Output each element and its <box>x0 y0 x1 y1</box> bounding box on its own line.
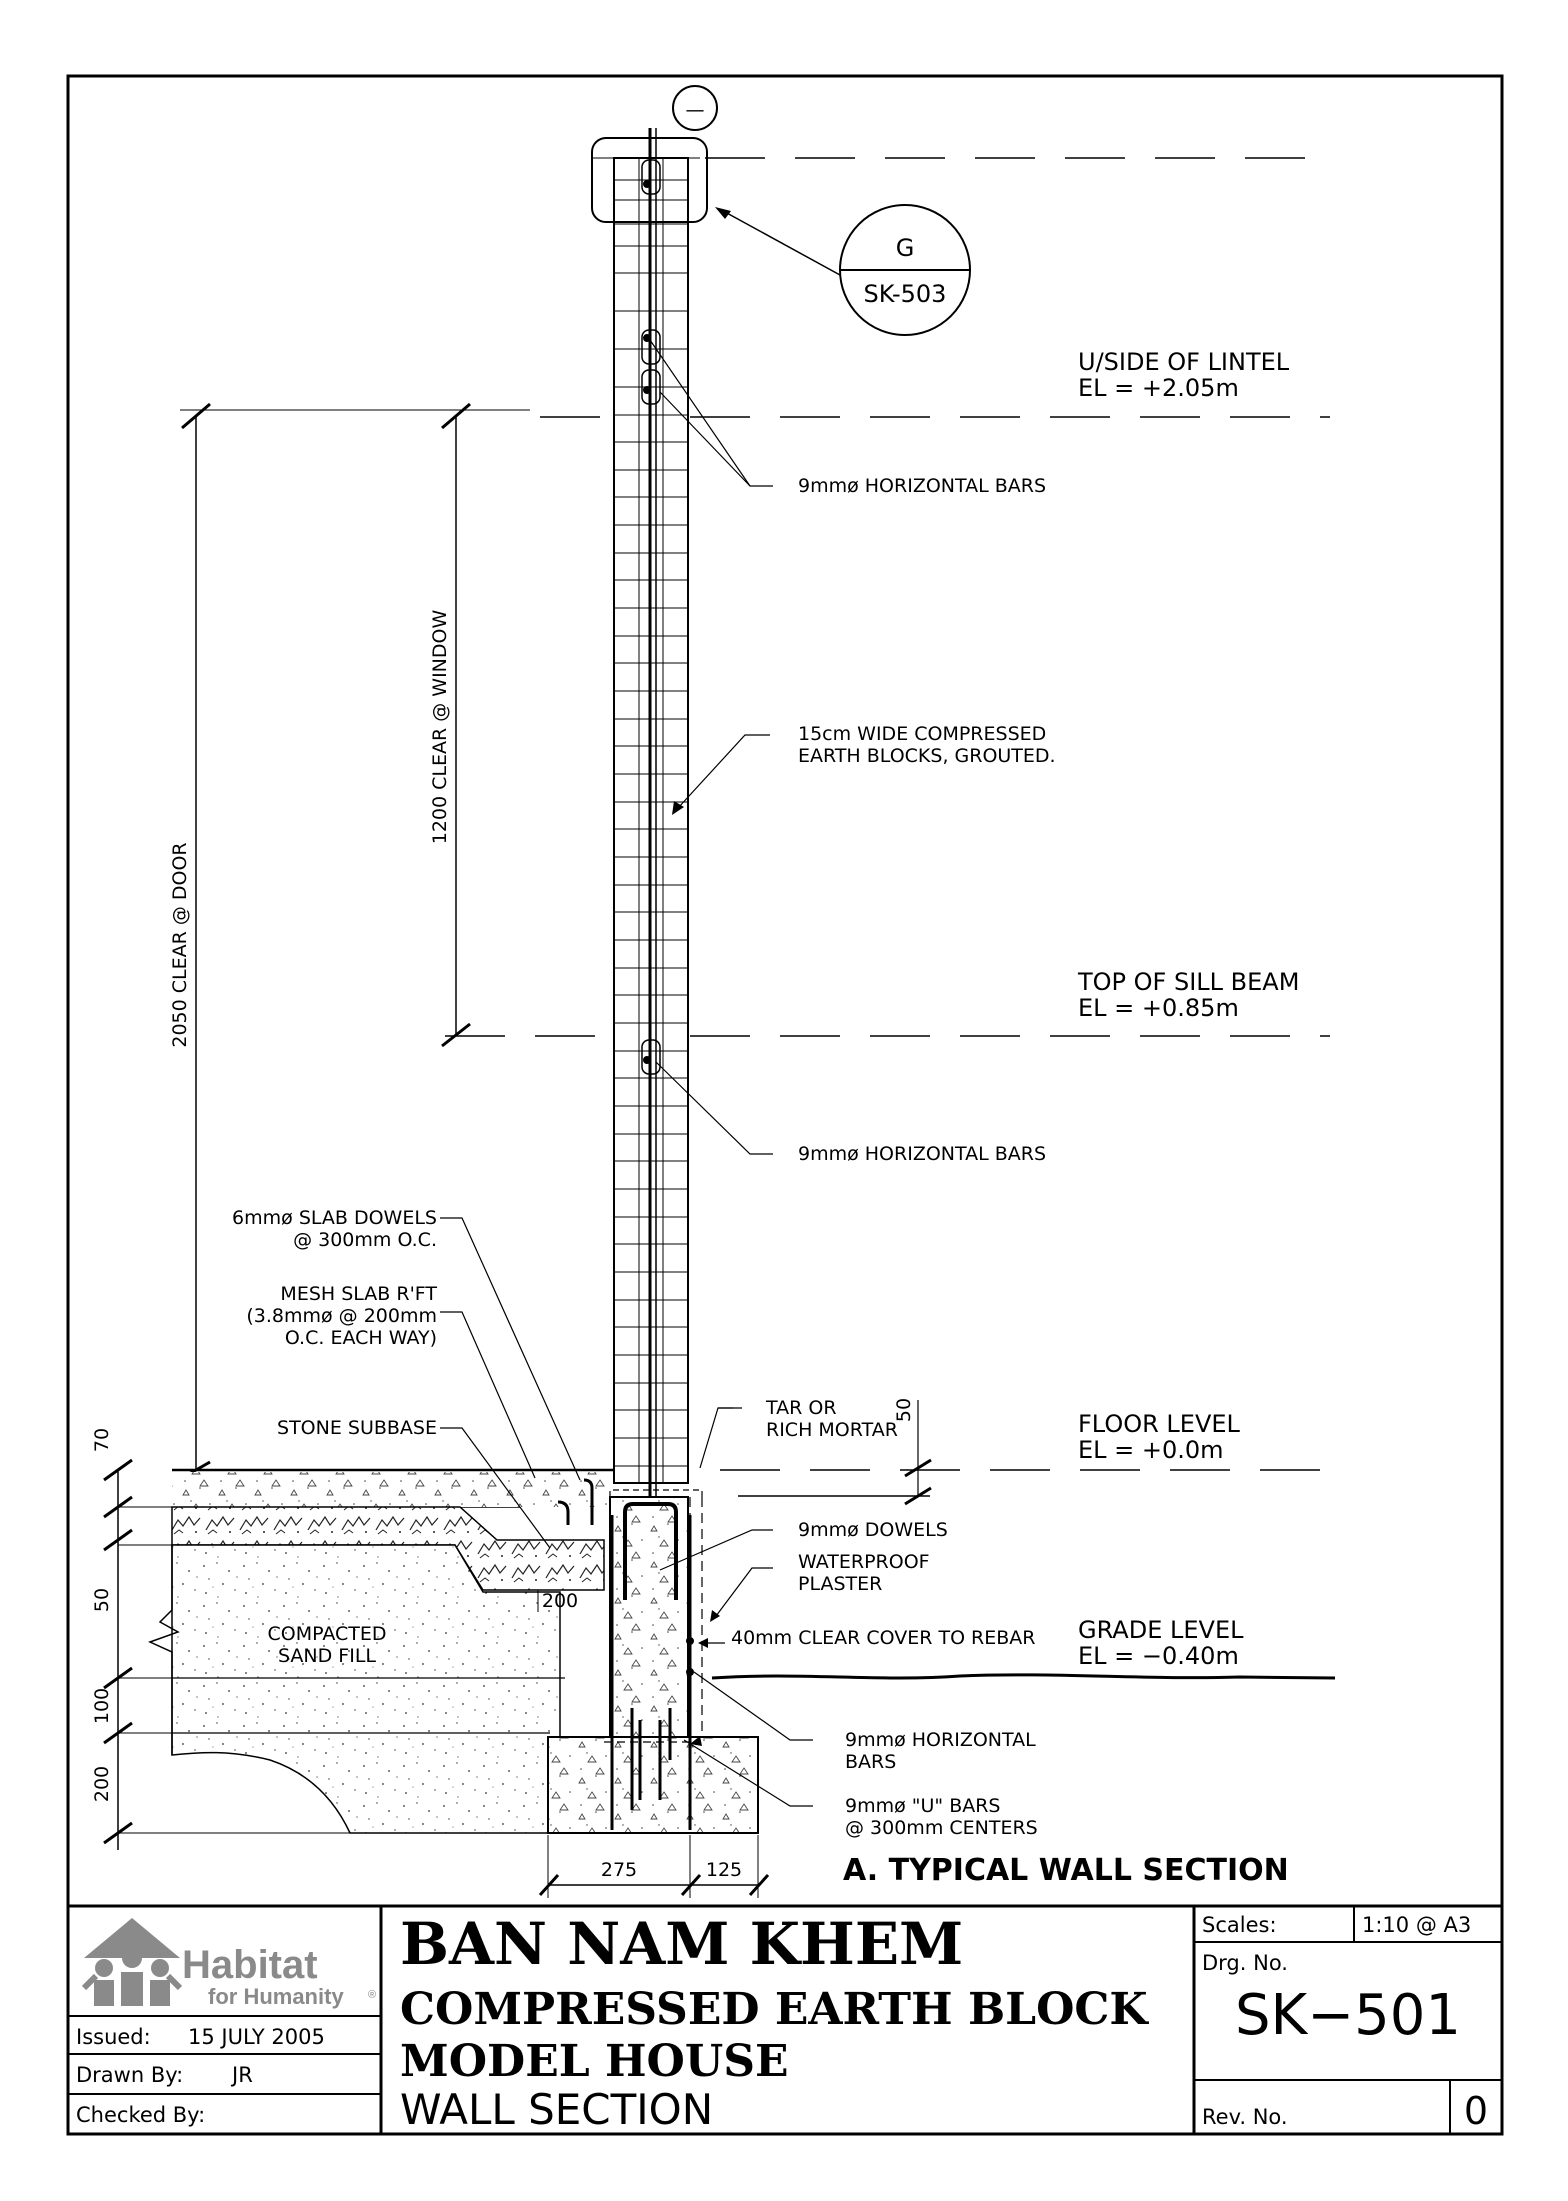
u-bars-rebar <box>638 1720 662 1800</box>
issued-value: 15 JULY 2005 <box>188 2025 325 2049</box>
dim-70-text: 70 <box>91 1428 113 1452</box>
scales-value: 1:10 @ A3 <box>1362 1913 1471 1937</box>
label-horiz-bars-sill: 9mmø HORIZONTAL BARS <box>798 1143 1046 1165</box>
dim-200-left-text: 200 <box>91 1766 113 1802</box>
label-tar-2: RICH MORTAR <box>766 1419 898 1441</box>
label-horiz-bars-top: 9mmø HORIZONTAL BARS <box>798 475 1046 497</box>
leader-cem-blocks <box>677 734 770 809</box>
level-lintel-el: EL = +2.05m <box>1078 374 1239 402</box>
label-mesh-3: O.C. EACH WAY) <box>285 1327 437 1349</box>
label-clear-cover: 40mm CLEAR COVER TO REBAR <box>731 1627 1036 1649</box>
project-line-1: BAN NAM KHEM <box>400 1910 963 1978</box>
dim-window-text: 1200 CLEAR @ WINDOW <box>429 610 451 845</box>
issued-label: Issued: <box>76 2025 151 2049</box>
leader-horiz-bars-sill <box>655 1061 773 1155</box>
dowels-rebar <box>623 1502 678 1600</box>
dim-50-left-text: 50 <box>91 1588 113 1612</box>
label-compacted-1: COMPACTED <box>267 1623 386 1645</box>
label-waterproof-1: WATERPROOF <box>798 1551 930 1573</box>
habitat-logo: Habitat for Humanity ® <box>81 1918 376 2009</box>
level-grade-el: EL = −0.40m <box>1078 1642 1239 1670</box>
project-line-2: COMPRESSED EARTH BLOCK <box>400 1984 1149 2035</box>
leader-slab-dowels <box>440 1217 581 1481</box>
section-marker <box>672 85 718 131</box>
label-compacted-2: SAND FILL <box>278 1645 376 1667</box>
drg-no-value: SK−501 <box>1235 1983 1461 2048</box>
leader-mesh <box>440 1311 536 1479</box>
sheet-title: WALL SECTION <box>400 2085 713 2134</box>
dim-275-text: 275 <box>601 1859 637 1881</box>
leader-u-bars <box>683 1739 813 1807</box>
dim-50-tar-text: 50 <box>893 1398 915 1422</box>
rev-no-value: 0 <box>1464 2089 1488 2133</box>
drawing-text: G SK-503 U/SIDE OF LINTEL EL = +2.05m TO… <box>91 234 1299 1888</box>
label-waterproof-2: PLASTER <box>798 1573 882 1595</box>
leader-dowels <box>659 1529 773 1571</box>
level-lintel-name: U/SIDE OF LINTEL <box>1078 348 1290 376</box>
title-block: Habitat for Humanity ® Issued: 15 JULY 2… <box>68 1904 1502 2134</box>
project-line-3: MODEL HOUSE <box>400 2036 789 2087</box>
drawing-area: — <box>66 74 1504 2136</box>
leader-stone-subbase <box>440 1427 551 1549</box>
checked-label: Checked By: <box>76 2103 205 2127</box>
rev-no-label: Rev. No. <box>1202 2105 1288 2129</box>
leader-waterproof <box>715 1567 773 1617</box>
level-grade-name: GRADE LEVEL <box>1078 1616 1244 1644</box>
logo-tagline: for Humanity <box>208 1984 344 2009</box>
level-sill-name: TOP OF SILL BEAM <box>1077 968 1299 996</box>
callout-sheet: SK-503 <box>864 280 947 308</box>
label-slab-dowels-2: @ 300mm O.C. <box>293 1229 437 1251</box>
left-vertical-dimensions <box>103 1458 350 1850</box>
grade-line <box>711 1673 1336 1680</box>
drawn-value: JR <box>230 2063 253 2087</box>
level-floor-name: FLOOR LEVEL <box>1078 1410 1241 1438</box>
label-horiz-bars-footing-2: BARS <box>845 1751 896 1773</box>
label-stone-subbase: STONE SUBBASE <box>277 1417 437 1439</box>
level-floor-el: EL = +0.0m <box>1078 1436 1224 1464</box>
drg-no-label: Drg. No. <box>1202 1951 1288 1975</box>
leader-horiz-bars-footing <box>693 1671 813 1741</box>
footing <box>547 1736 759 1834</box>
label-horiz-bars-footing-1: 9mmø HORIZONTAL <box>845 1729 1036 1751</box>
label-cem-blocks-1: 15cm WIDE COMPRESSED <box>798 723 1046 745</box>
label-mesh-1: MESH SLAB R'FT <box>280 1283 437 1305</box>
label-cem-blocks-2: EARTH BLOCKS, GROUTED. <box>798 745 1056 767</box>
dim-door-text: 2050 CLEAR @ DOOR <box>169 842 191 1047</box>
dim-125-text: 125 <box>706 1859 742 1881</box>
section-title: A. TYPICAL WALL SECTION <box>843 1853 1289 1888</box>
drawn-label: Drawn By: <box>76 2063 183 2087</box>
label-tar-1: TAR OR <box>765 1397 837 1419</box>
dim-100-text: 100 <box>91 1688 113 1724</box>
label-dowels: 9mmø DOWELS <box>798 1519 948 1541</box>
label-slab-dowels-1: 6mmø SLAB DOWELS <box>232 1207 437 1229</box>
label-u-bars-1: 9mmø "U" BARS <box>845 1795 1001 1817</box>
label-u-bars-2: @ 300mm CENTERS <box>845 1817 1038 1839</box>
label-mesh-2: (3.8mmø @ 200mm <box>246 1305 437 1327</box>
level-sill-el: EL = +0.85m <box>1078 994 1239 1022</box>
logo-name: Habitat <box>182 1943 318 1987</box>
section-marker-label: — <box>686 99 705 121</box>
callout-letter: G <box>896 234 915 262</box>
scales-label: Scales: <box>1202 1913 1277 1937</box>
sheet-border <box>66 74 1504 2136</box>
dim-200-slab-text: 200 <box>542 1590 578 1612</box>
bottom-dimensions <box>538 1835 770 1898</box>
leader-horiz-bars-top <box>649 339 773 487</box>
leader-tar <box>699 1407 742 1469</box>
logo-registered: ® <box>368 1989 376 2001</box>
